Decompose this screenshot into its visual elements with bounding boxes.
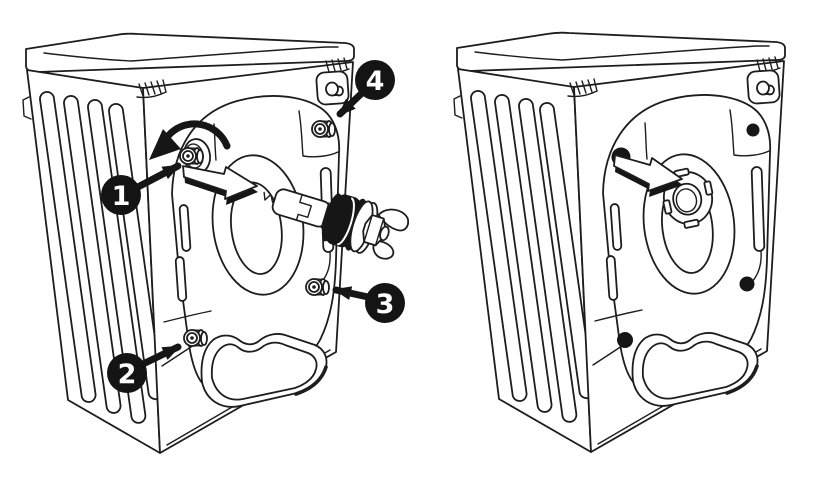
bracket-wing-upper bbox=[377, 208, 410, 232]
callout-4-label: 4 bbox=[366, 66, 385, 97]
transport-bolt-1 bbox=[179, 147, 204, 165]
unscrew-arc bbox=[164, 120, 231, 150]
transport-bolt-2 bbox=[183, 329, 208, 347]
callout-3: 3 bbox=[332, 283, 405, 323]
callout-1-label: 1 bbox=[112, 181, 131, 212]
insert-arrow bbox=[613, 154, 683, 197]
transport-bolt-4 bbox=[311, 120, 336, 138]
callout-4: 4 bbox=[336, 60, 395, 118]
unscrew-arrowhead-icon bbox=[149, 129, 181, 160]
bracket-wing-lower bbox=[372, 240, 395, 260]
right-machine-shell bbox=[452, 30, 787, 454]
callout-1: 1 bbox=[101, 162, 182, 215]
callout-2: 2 bbox=[107, 343, 182, 393]
left-machine-overlays: 1 2 3 4 bbox=[101, 60, 410, 393]
bolt-hole-4 bbox=[746, 123, 760, 137]
pull-out-arrow bbox=[182, 165, 258, 205]
transport-bolt-3 bbox=[305, 278, 330, 296]
bolt-hole-2 bbox=[617, 332, 633, 348]
callout-3-label: 3 bbox=[376, 289, 395, 320]
transport-bolt-assembly bbox=[263, 188, 410, 260]
bolt-hole-3 bbox=[739, 276, 755, 292]
right-machine-overlays bbox=[611, 123, 760, 348]
bolt-head-stud bbox=[379, 225, 390, 242]
callout-2-label: 2 bbox=[118, 359, 137, 390]
left-machine-shell bbox=[21, 31, 356, 455]
